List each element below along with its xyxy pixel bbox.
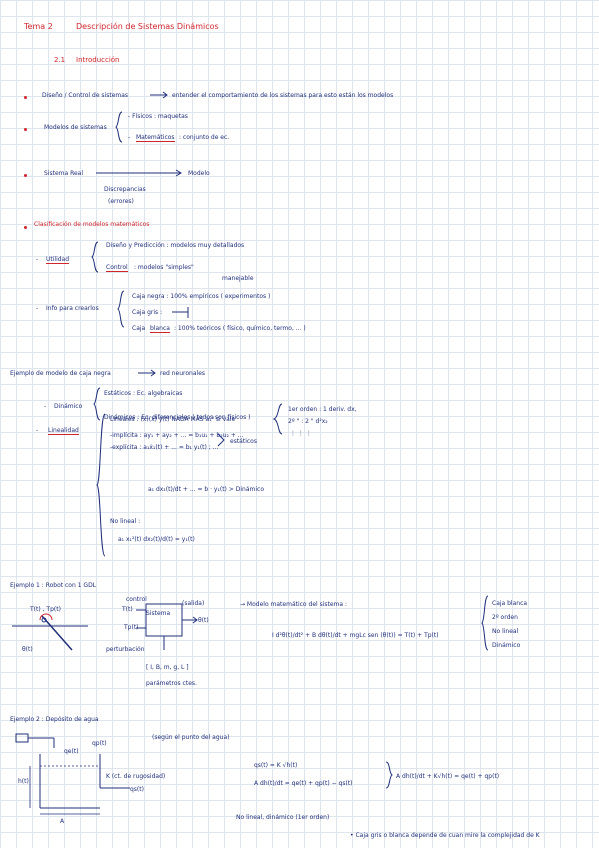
info-label: Info para crearlos (46, 305, 99, 312)
tank-eq-1: qs(t) = K √h(t) (254, 762, 298, 769)
bullet-dot (24, 128, 27, 131)
output-theta: θ(t) (198, 617, 209, 624)
dash-linealidad: - (36, 427, 39, 434)
k-label: K (ct. de rugosidad) (106, 773, 166, 780)
matematicos-dash: - (128, 134, 131, 141)
modelo-label: Modelo (188, 170, 210, 177)
caja-negra: Caja negra : 100% empíricos ( experiment… (132, 293, 271, 300)
brace-icon (93, 387, 101, 421)
sistema-box-label: Sistema (146, 610, 171, 617)
diseno-control-text: entender el comportamiento de los sistem… (172, 92, 394, 99)
brace-icon (91, 241, 99, 273)
arrow-icon (96, 169, 182, 177)
brace-icon (96, 413, 106, 557)
lineales-row: Lineales : (x)(x) y(t) NADA MÁS a₁³ si v… (110, 416, 236, 423)
eq-dinamico: a₁ dx₁(t)/dt + ... = b · y₁(t) > Dinámic… (148, 486, 264, 493)
robot-inputs: T(t) , Tp(t) (30, 606, 61, 613)
qe-label: qe(t) (64, 748, 79, 755)
estaticos-row: Estáticos : Ec. algebraicas (104, 390, 183, 397)
gris-box-icon (172, 307, 189, 318)
bullet-dot (24, 174, 27, 177)
dinamicos-row: Dinámicos : Ec. diferenciales ( todos so… (104, 414, 251, 421)
punto-note: (según el punto del agua) (152, 734, 230, 741)
brace-icon (272, 403, 283, 435)
perturbacion-text: perturbación (106, 646, 145, 653)
close-brace-icon (385, 761, 393, 789)
arrow-icon (150, 91, 168, 99)
modelos-sistemas-label: Modelos de sistemas (44, 124, 107, 131)
intro-title: Introducción (76, 56, 120, 64)
caja-blanca-term: blanca (150, 325, 170, 334)
ejemplo-caja-negra: Ejemplo de modelo de caja negra (10, 370, 111, 377)
orden-dots: ⋮ ⋮ ⋮ (290, 430, 312, 437)
tank-eq-2: A dh(t)/dt = qe(t) + qp(t) − qs(t) (254, 780, 353, 787)
ejemplo-2-title: Ejemplo 2 : Depósito de agua (10, 716, 99, 723)
tt-label: T(t) (122, 606, 133, 613)
h-label: h(t) (18, 778, 29, 785)
brace-icon (481, 595, 489, 651)
brace-icon (117, 290, 125, 328)
control-rest: : modelos "simples" (134, 264, 194, 271)
params-text: parámetros ctes. (146, 680, 197, 687)
caja-gris: Caja gris : (132, 309, 163, 316)
footer-note: • Caja gris o blanca depende de cuan mir… (350, 832, 540, 839)
qp-label: qp(t) (92, 740, 107, 747)
ejemplo-1-title: Ejemplo 1 : Robot con 1 GDL (10, 582, 97, 589)
qs-label: qs(t) (130, 786, 144, 793)
page-title: Descripción de Sistemas Dinámicos (76, 22, 219, 31)
clasificacion-title: Clasificación de modelos matemáticos (34, 221, 150, 228)
arrow-icon (138, 369, 156, 377)
close-brace-icon (217, 433, 225, 447)
sistema-real: Sistema Real (44, 170, 84, 177)
params-list: [ I, B, m, g, L ] (146, 664, 189, 671)
brace-icon (115, 111, 123, 143)
orden-2: 2º " : 2 " d²x₂ (288, 418, 328, 425)
implicita-row: -implícita : ay₁ + ay₂ + ... = b₁u₁ + b₂… (110, 432, 244, 439)
control-text: control (126, 596, 147, 603)
manejable: manejable (222, 275, 254, 282)
estaticos-text: estáticos (230, 438, 257, 445)
modelo-matematico-text: → Modelo matemático del sistema : (240, 601, 347, 608)
matematicos-rest: : conjunto de ec. (179, 134, 230, 141)
orden-1: 1er orden : 1 deriv. dx, (288, 406, 357, 413)
tema-label: Tema 2 (24, 22, 53, 31)
dash-utilidad: - (36, 256, 39, 263)
diseno-prediccion: Diseño y Predicción : modelos muy detall… (106, 242, 245, 249)
robot-theta: θ(t) (22, 646, 33, 653)
linealidad-label: Linealidad (48, 427, 79, 436)
caja-blanca-rest: : 100% teóricos ( físico, químico, termo… (174, 325, 306, 332)
robot-equation: I d²θ(t)/dt² + B dθ(t)/dt + mgLc sen (θ(… (272, 632, 439, 639)
class-no-lineal: No lineal (492, 628, 519, 635)
dash-info: - (36, 305, 39, 312)
tank-classification: No lineal, dinámico (1er orden) (236, 814, 330, 821)
intro-number: 2.1 (54, 56, 66, 64)
system-block-diagram (136, 603, 198, 650)
class-caja-blanca: Caja blanca (492, 600, 528, 607)
control-term: Control (106, 264, 128, 273)
dash-dinamico: - (44, 403, 47, 410)
robot-arm-icon (12, 613, 88, 651)
caja-blanca-a: Caja (132, 325, 146, 332)
eq-no-lineal: a₁ x₁²(t) dx₂(t)/d(t) = y₁(t) (118, 536, 195, 543)
utilidad-label: Utilidad (46, 256, 70, 265)
area-label: A (60, 818, 65, 825)
diseno-control-label: Diseño / Control de sistemas (42, 92, 129, 99)
errores: (errores) (108, 198, 134, 205)
dinamico-label: Dinámico (54, 403, 83, 410)
class-orden: 2º orden (492, 614, 518, 621)
bullet-dot (24, 96, 27, 99)
class-dinamico: Dinámico (492, 642, 521, 649)
matematicos-term: Matemáticos (136, 134, 175, 143)
salida-text: (salida) (182, 600, 205, 607)
no-lineal-label: No lineal : (110, 518, 141, 525)
tpt-label: Tp(t) (124, 624, 139, 631)
tank-eq-3: A dh(t)/dt + K√h(t) = qe(t) + qp(t) (396, 773, 500, 780)
bullet-dot (24, 226, 27, 229)
discrepancias: Discrepancias (104, 186, 146, 193)
fisicos-text: - Físicos : maquetas (128, 113, 188, 120)
explicita-row: -explícita : a₁ẋ₁(t) + ... = b₁ y₁(t) ; … (110, 444, 219, 451)
water-tank-diagram (15, 733, 130, 815)
red-neuronales: red neuronales (160, 370, 206, 377)
